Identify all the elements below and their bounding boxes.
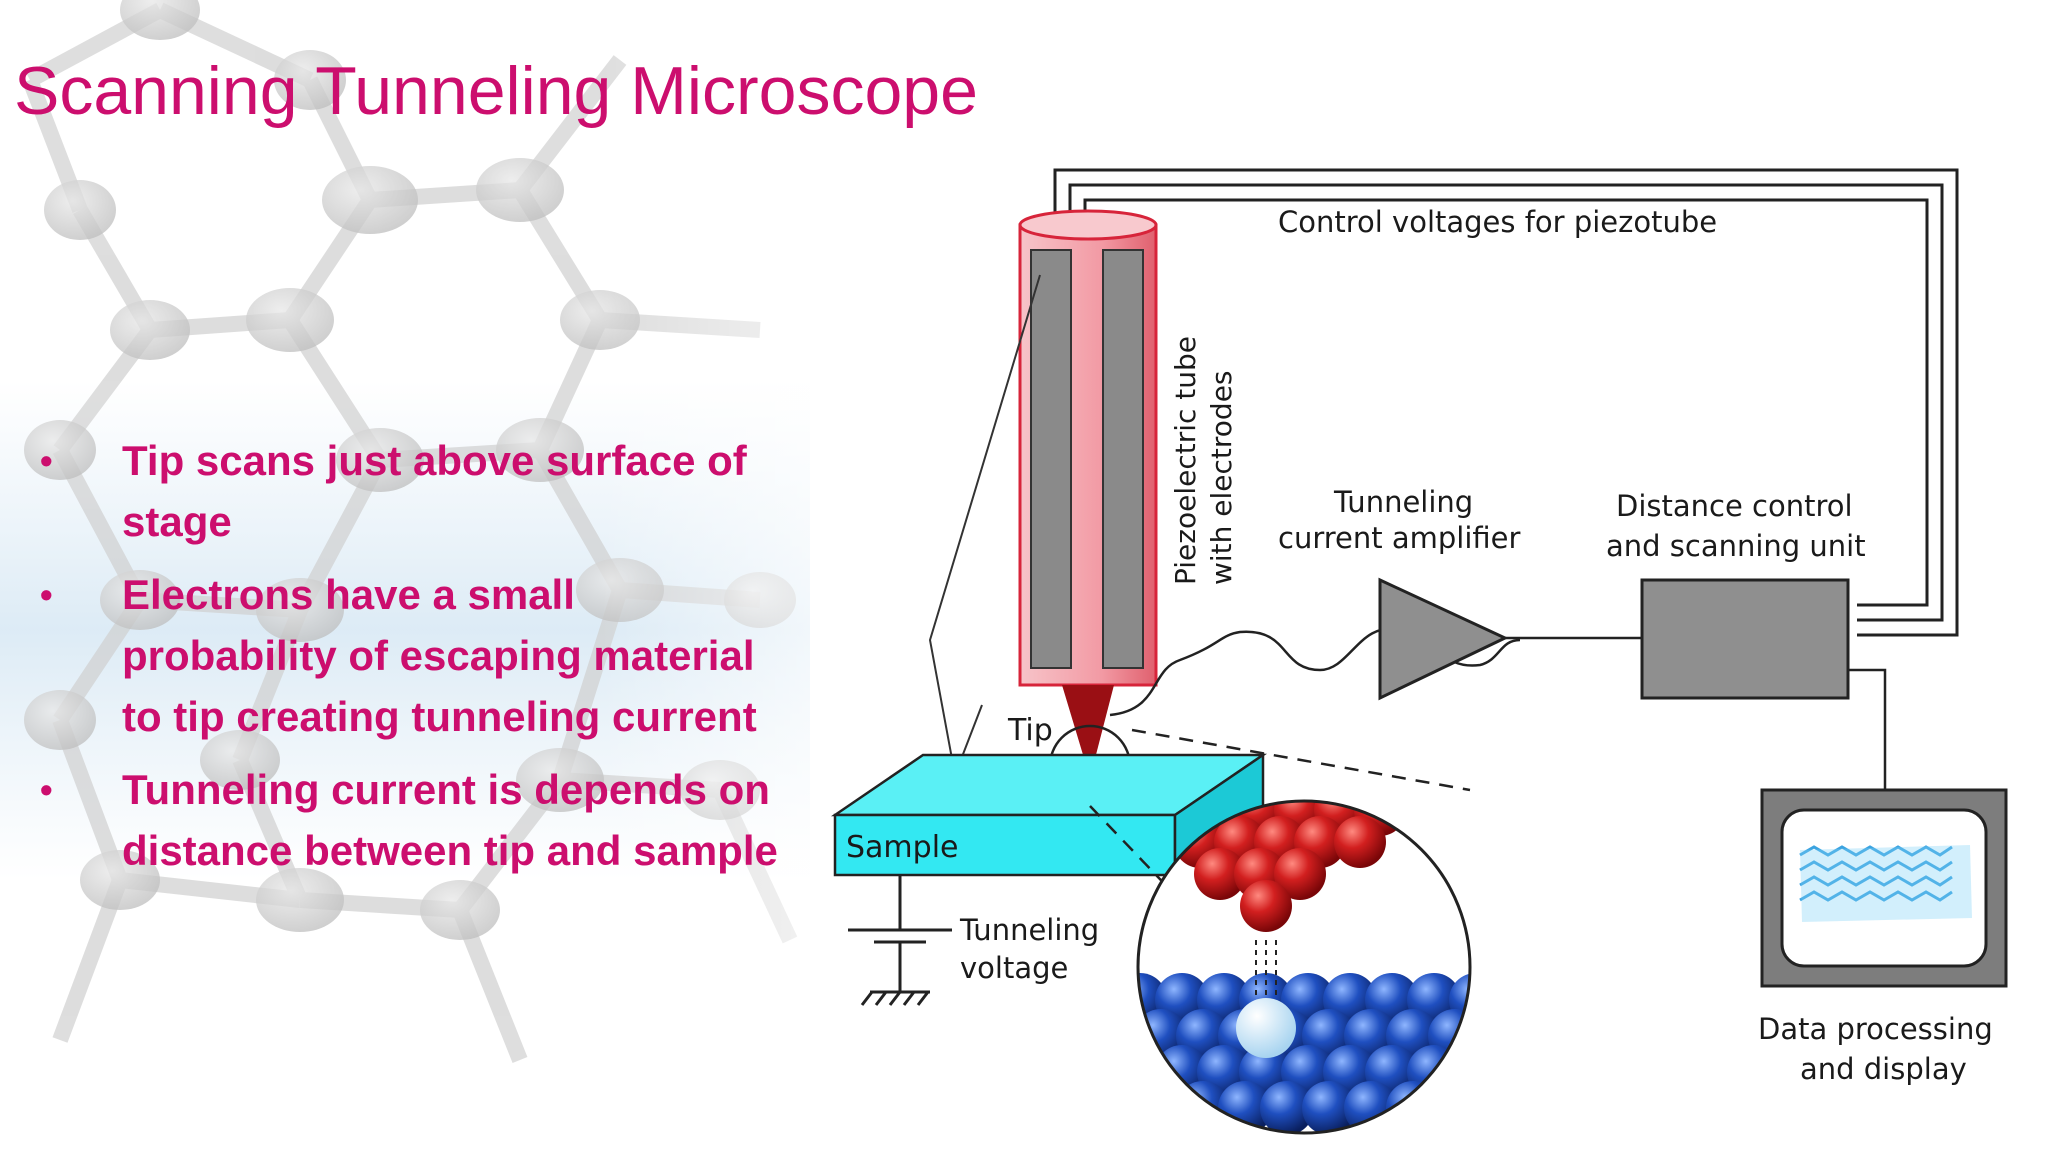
bullet-item: • Tunneling current is depends on distanc… [40, 759, 800, 881]
voltage-source [848, 875, 952, 1006]
display-label-2: and display [1800, 1052, 1967, 1086]
tip-atom [1274, 848, 1326, 900]
svg-text:with electrodes: with electrodes [1205, 370, 1238, 585]
sample-atom [1138, 1081, 1188, 1133]
bullet-dot: • [40, 440, 53, 481]
tube-outline-wire [928, 274, 1041, 779]
bullet-text: Tip scans just above surface of stage [122, 437, 747, 545]
sample-atom [1449, 1045, 1470, 1099]
bullet-text: Electrons have a small probability of es… [122, 571, 757, 740]
distance-label-2: and scanning unit [1606, 529, 1866, 563]
svg-text:Piezoelectric tube: Piezoelectric tube [1169, 336, 1202, 585]
stm-tip [1062, 685, 1114, 778]
tip-label: Tip [1007, 713, 1053, 748]
sample-atom [1428, 1081, 1470, 1133]
amplifier-label-2: current amplifier [1278, 521, 1520, 555]
sample-atom [1260, 1081, 1314, 1133]
tip-atom [1194, 848, 1246, 900]
control-voltages-label: Control voltages for piezotube [1278, 205, 1717, 239]
bullet-text: Tunneling current is depends on distance… [122, 766, 778, 874]
bullet-dot: • [40, 769, 53, 810]
bullet-list: • Tip scans just above surface of stage •… [40, 430, 800, 893]
sample-atom [1138, 1045, 1167, 1099]
sample-block [830, 752, 1268, 878]
sample-atom [1470, 1009, 1524, 1063]
bullet-dot: • [40, 574, 53, 615]
tip-atom [1240, 880, 1292, 932]
sample-label: Sample [846, 830, 959, 865]
sample-atom [1470, 1081, 1524, 1135]
display-monitor [1760, 788, 2008, 988]
distance-control-box [1640, 578, 1850, 700]
tip-atom [1334, 816, 1386, 868]
bullet-item: • Electrons have a small probability of e… [40, 564, 800, 747]
piezo-tube [1018, 209, 1158, 687]
sample-atom [1302, 1081, 1356, 1133]
amplifier-triangle [1378, 577, 1509, 701]
voltage-label-2: voltage [960, 951, 1068, 985]
stm-diagram: Control voltages for piezotube Piezoelec… [830, 168, 2008, 1135]
distance-label-1: Distance control [1616, 489, 1853, 523]
bullet-item: • Tip scans just above surface of stage [40, 430, 800, 552]
display-label-1: Data processing [1758, 1012, 1993, 1046]
signal-cable [1109, 627, 1521, 717]
amplifier-label-1: Tunneling [1333, 485, 1473, 519]
voltage-label-1: Tunneling [959, 913, 1099, 947]
piezo-tube-label: Piezoelectric tube with electrodes [1169, 336, 1238, 585]
slide-title: Scanning Tunneling Microscope [14, 53, 978, 129]
